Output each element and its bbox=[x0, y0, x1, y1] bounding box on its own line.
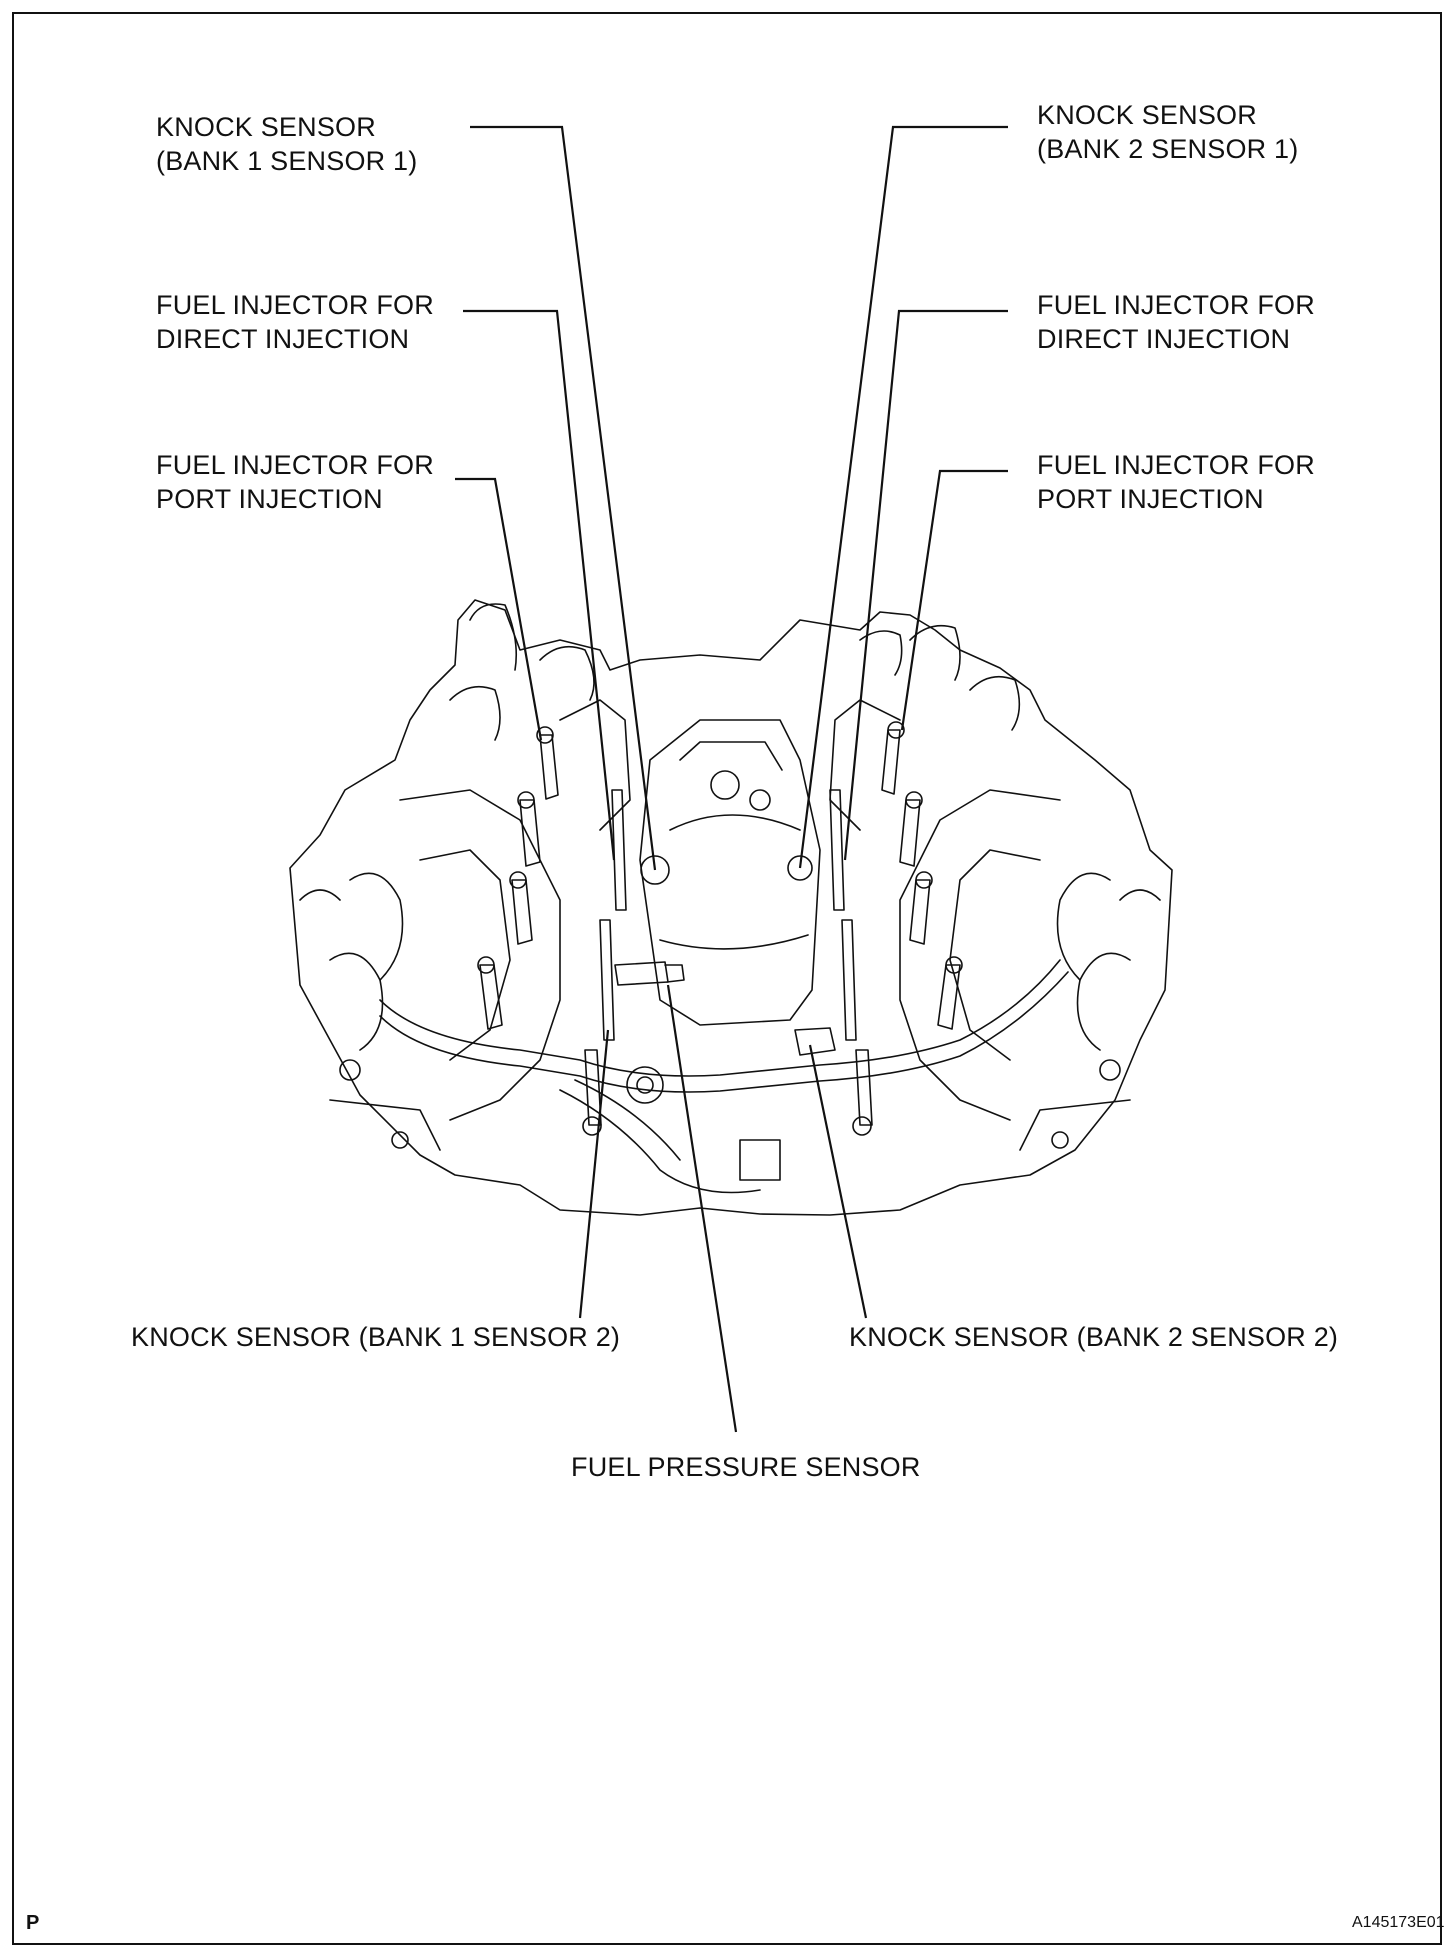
right-port-injectors bbox=[881, 721, 963, 1030]
knock-sensor-b2s1-shape bbox=[787, 855, 813, 881]
leader-knock-b2s1 bbox=[798, 125, 1008, 869]
label-port-injector-left: FUEL INJECTOR FOR PORT INJECTION bbox=[156, 448, 434, 516]
knock-sensor-b1s2-shape bbox=[626, 1066, 664, 1104]
label-line: FUEL INJECTOR FOR bbox=[156, 290, 434, 320]
leader-di-left bbox=[463, 309, 616, 861]
corner-mark: P bbox=[26, 1912, 40, 1934]
label-line: (BANK 2 SENSOR 1) bbox=[1037, 134, 1299, 164]
label-knock-sensor-bank1-sensor2: KNOCK SENSOR (BANK 1 SENSOR 2) bbox=[131, 1322, 621, 1352]
left-direct-injectors bbox=[582, 789, 627, 1136]
label-line: DIRECT INJECTION bbox=[1037, 324, 1291, 354]
label-line: FUEL INJECTOR FOR bbox=[1037, 290, 1315, 320]
figure-frame bbox=[12, 12, 1442, 1945]
figure-code: A145173E01 bbox=[1352, 1914, 1445, 1931]
left-port-injectors bbox=[477, 726, 559, 1030]
label-direct-injector-right: FUEL INJECTOR FOR DIRECT INJECTION bbox=[1037, 288, 1315, 356]
knock-sensor-b1s1-shape bbox=[640, 855, 670, 885]
fuel-pressure-sensor-body bbox=[614, 961, 669, 986]
right-direct-injectors bbox=[829, 789, 873, 1136]
leader-knock-b1s2 bbox=[578, 1029, 610, 1319]
label-line: FUEL INJECTOR FOR bbox=[156, 450, 434, 480]
label-port-injector-right: FUEL INJECTOR FOR PORT INJECTION bbox=[1037, 448, 1315, 516]
leader-lines bbox=[455, 125, 1008, 1433]
engine-drawing bbox=[289, 599, 1173, 1216]
label-fuel-pressure-sensor: FUEL PRESSURE SENSOR bbox=[571, 1452, 921, 1482]
leader-knock-b1s1 bbox=[470, 125, 657, 871]
leader-fuel-pressure bbox=[666, 984, 738, 1433]
label-knock-sensor-bank1-sensor1: KNOCK SENSOR (BANK 1 SENSOR 1) bbox=[156, 110, 417, 178]
leader-pi-left bbox=[455, 477, 543, 741]
label-line: PORT INJECTION bbox=[156, 484, 383, 514]
leader-knock-b2s2 bbox=[808, 1044, 868, 1319]
label-line: FUEL INJECTOR FOR bbox=[1037, 450, 1315, 480]
label-line: PORT INJECTION bbox=[1037, 484, 1264, 514]
label-line: DIRECT INJECTION bbox=[156, 324, 410, 354]
label-line: KNOCK SENSOR bbox=[156, 112, 376, 142]
label-knock-sensor-bank2-sensor2: KNOCK SENSOR (BANK 2 SENSOR 2) bbox=[849, 1322, 1339, 1352]
knock-sensor-b2s2-shape bbox=[794, 1027, 836, 1056]
label-direct-injector-left: FUEL INJECTOR FOR DIRECT INJECTION bbox=[156, 288, 434, 356]
label-line: (BANK 1 SENSOR 1) bbox=[156, 146, 418, 176]
label-knock-sensor-bank2-sensor1: KNOCK SENSOR (BANK 2 SENSOR 1) bbox=[1037, 98, 1298, 166]
leader-pi-right bbox=[900, 469, 1008, 731]
label-line: KNOCK SENSOR bbox=[1037, 100, 1257, 130]
leader-di-right bbox=[843, 309, 1008, 861]
